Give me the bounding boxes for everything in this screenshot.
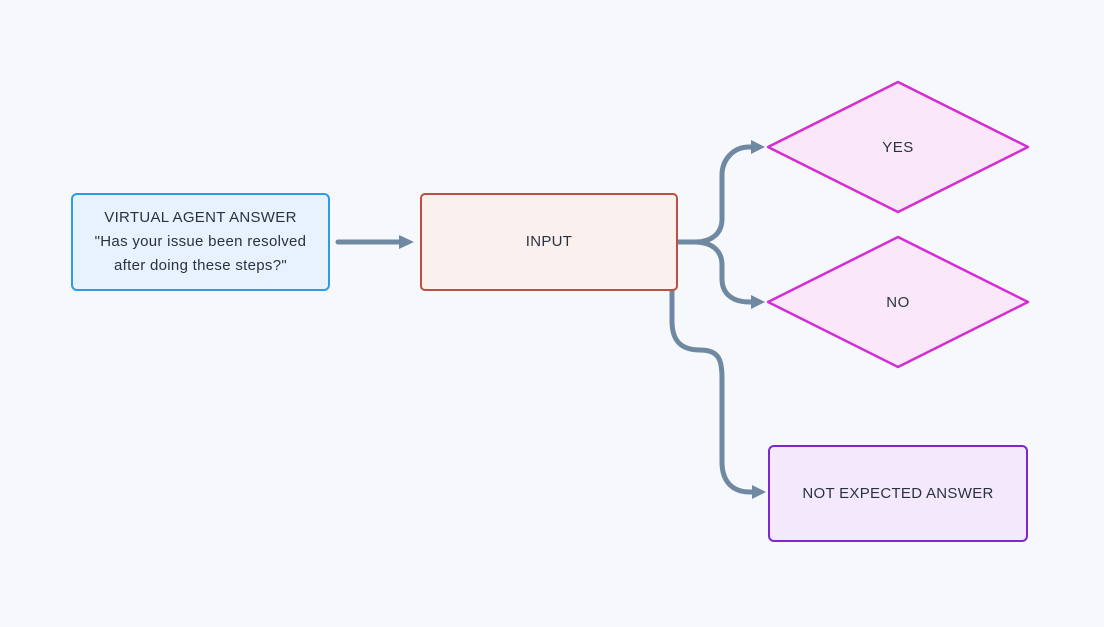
node-virtual-agent-answer-title: VIRTUAL AGENT ANSWER [104,209,297,226]
edge-input-to-yes-arrowhead-icon [751,140,765,154]
decision-no-shape [766,235,1030,369]
edge-input-to-not-expected-arrowhead-icon [752,485,766,499]
node-virtual-agent-answer-quote-line1: "Has your issue been resolved [94,233,307,250]
node-yes-label: YES [768,82,1028,212]
edge-input-to-no-arrowhead-icon [751,295,765,309]
node-virtual-agent-answer: VIRTUAL AGENT ANSWER "Has your issue bee… [71,193,330,291]
node-no-label: NO [768,237,1028,367]
edge-agent-to-input-arrowhead-icon [399,235,414,249]
node-virtual-agent-answer-quote-line2: after doing these steps?" [114,257,287,274]
node-input: INPUT [420,193,678,291]
edge-input-to-not-expected [669,288,755,495]
yes-label-text: YES [882,138,914,156]
decision-yes-shape [766,80,1030,214]
edge-input-to-yes [675,144,754,245]
node-input-label: INPUT [525,233,573,250]
node-not-expected-answer-label: NOT EXPECTED ANSWER [802,484,994,502]
edge-input-to-no [675,239,754,305]
node-not-expected-answer: NOT EXPECTED ANSWER [768,445,1028,542]
no-label-text: NO [886,293,910,311]
